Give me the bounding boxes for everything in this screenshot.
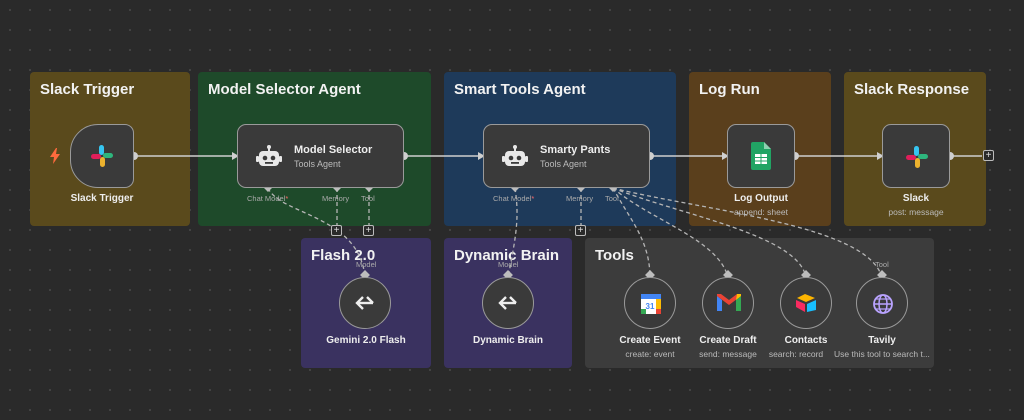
robot-icon	[256, 145, 282, 166]
create-draft-sub: send: message	[699, 349, 757, 359]
slack-sub: post: message	[888, 207, 944, 217]
port-label-chat-model: Chat Model*	[247, 194, 288, 203]
port-label-chat-model: Chat Model*	[493, 194, 534, 203]
node-title: Model Selector	[294, 144, 373, 156]
connection-tool-contacts	[612, 187, 807, 279]
slack-icon	[91, 145, 113, 167]
create-event-label: Create Event	[619, 335, 681, 346]
required-mark: *	[531, 194, 535, 203]
arrow-head	[722, 152, 729, 160]
smarty-pants-node[interactable]: Smarty Pants Tools Agent	[483, 124, 650, 188]
arrow-head	[877, 152, 884, 160]
group-title: Tools	[595, 247, 634, 264]
arrow-head	[478, 152, 485, 160]
port-label-model: Model	[356, 260, 377, 269]
connection-tool-tavily	[612, 187, 883, 279]
add-node-button[interactable]: +	[983, 150, 994, 161]
add-memory-button[interactable]: +	[575, 225, 586, 236]
log-output-sub: append: sheet	[734, 207, 788, 217]
port-label-memory: Memory	[322, 194, 350, 203]
required-mark: *	[285, 194, 289, 203]
group-title: Slack Trigger	[40, 81, 135, 98]
create-draft-node[interactable]	[702, 277, 754, 329]
port-label-text: Chat Model	[493, 194, 532, 203]
connection-tool-create-draft	[612, 187, 729, 279]
dynamic-brain-node[interactable]	[482, 277, 534, 329]
connection-tool-create-event	[612, 187, 651, 279]
google-calendar-icon: 31	[641, 294, 661, 314]
port-label-text: Chat Model	[247, 194, 286, 203]
add-tool-button[interactable]: +	[363, 225, 374, 236]
contacts-label: Contacts	[784, 335, 828, 346]
tavily-node[interactable]	[856, 277, 908, 329]
model-selector-icon	[498, 296, 517, 310]
slack-icon	[906, 146, 928, 168]
contacts-node[interactable]	[780, 277, 832, 329]
port-label-tool: Tool	[875, 260, 889, 269]
add-memory-button[interactable]: +	[331, 225, 342, 236]
create-event-sub: create: event	[625, 349, 675, 359]
log-output-label: Log Output	[734, 193, 788, 204]
group-title: Flash 2.0	[311, 247, 376, 264]
slack-node[interactable]	[882, 124, 950, 188]
slack-trigger-node[interactable]	[70, 124, 134, 188]
create-event-node[interactable]: 31	[624, 277, 676, 329]
model-selector-icon	[355, 296, 374, 310]
connection-chat-model-dynamic-brain	[507, 187, 518, 279]
node-subtitle: Tools Agent	[294, 159, 341, 169]
port-label-memory: Memory	[566, 194, 594, 203]
dynamic-brain-label: Dynamic Brain	[472, 335, 544, 346]
group-title: Dynamic Brain	[454, 247, 560, 264]
tavily-label: Tavily	[868, 335, 896, 346]
robot-icon	[502, 145, 528, 166]
create-draft-label: Create Draft	[699, 335, 757, 346]
svg-text:31: 31	[646, 302, 655, 311]
group-title: Model Selector Agent	[208, 81, 361, 98]
arrow-head	[232, 152, 239, 160]
group-title: Slack Response	[854, 81, 970, 98]
gemini-flash-label: Gemini 2.0 Flash	[326, 335, 406, 346]
trigger-bolt-icon	[50, 148, 60, 164]
group-title: Log Run	[699, 81, 760, 98]
gmail-icon	[717, 294, 741, 311]
tavily-sub: Use this tool to search t...	[834, 349, 930, 359]
log-output-node[interactable]	[727, 124, 795, 188]
group-title: Smart Tools Agent	[454, 81, 586, 98]
node-title: Smarty Pants	[540, 144, 611, 156]
port-label-model: Model	[498, 260, 519, 269]
node-subtitle: Tools Agent	[540, 159, 587, 169]
google-sheets-icon	[751, 142, 771, 170]
airtable-icon	[796, 294, 816, 312]
port-label-tool: Tool	[605, 194, 619, 203]
globe-icon	[873, 294, 893, 314]
gemini-flash-node[interactable]	[339, 277, 391, 329]
contacts-sub: search: record	[768, 349, 824, 359]
slack-trigger-label: Slack Trigger	[70, 193, 134, 204]
model-selector-node[interactable]: Model Selector Tools Agent	[237, 124, 404, 188]
slack-label: Slack	[902, 193, 930, 204]
port-label-tool: Tool	[361, 194, 375, 203]
